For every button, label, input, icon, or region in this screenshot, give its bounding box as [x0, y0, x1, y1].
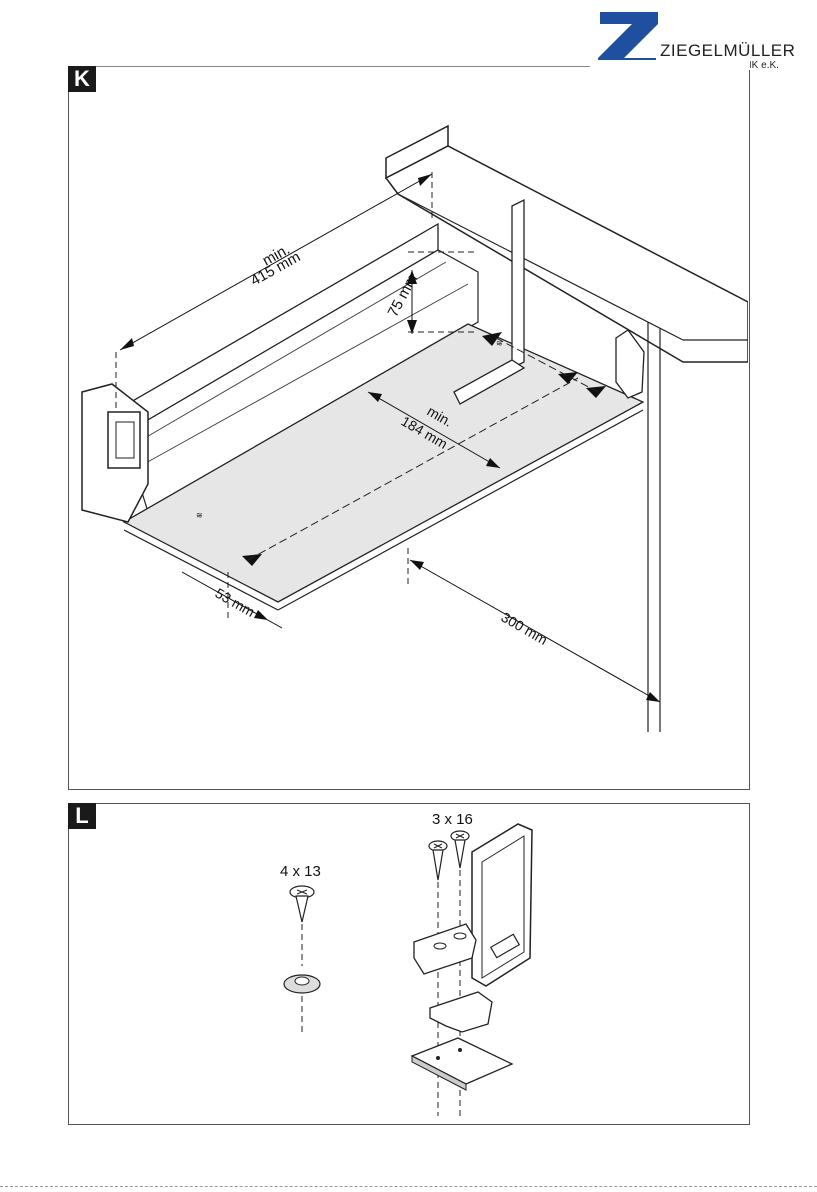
dim-label-300: 300 mm	[499, 609, 551, 648]
dim-arrow	[410, 560, 424, 570]
screw-label-left: 4 x 13	[280, 863, 321, 880]
page-bottom-rule	[0, 1186, 817, 1187]
screw-shank	[455, 840, 465, 868]
base-plate	[412, 1038, 512, 1084]
dim-arrow	[120, 338, 134, 350]
base-plate-hole	[436, 1056, 440, 1060]
dim-label-53: 53 mm	[213, 585, 258, 620]
clip-part	[430, 992, 492, 1032]
drawer-right-end-cap	[616, 330, 644, 398]
base-plate-hole	[458, 1048, 462, 1052]
bracket-hole	[434, 943, 446, 949]
step-label-k: K	[68, 66, 96, 92]
floor-mark: ≋	[496, 339, 503, 348]
screw-shank	[296, 896, 308, 922]
glide-pad-hole	[295, 977, 309, 985]
dim-arrow	[254, 610, 268, 620]
end-cap-slot-inner	[116, 422, 134, 458]
drawer-measurement-diagram: min. 415 mm 75 mm min. 184 mm 53 mm 300 …	[68, 92, 748, 782]
floor-mark: ≋	[196, 511, 203, 520]
brand-name-line1: ZIEGELMÜLLER	[660, 41, 795, 61]
screw-shank	[433, 850, 443, 880]
bracket-hole	[454, 933, 466, 939]
panel-k-top-line-mask	[590, 60, 750, 70]
screw-label-right: 3 x 16	[432, 811, 473, 828]
bracket-part	[414, 924, 476, 974]
mounting-parts-diagram: 4 x 13 3 x 16	[68, 806, 748, 1120]
marking-template-vertical	[512, 200, 524, 368]
